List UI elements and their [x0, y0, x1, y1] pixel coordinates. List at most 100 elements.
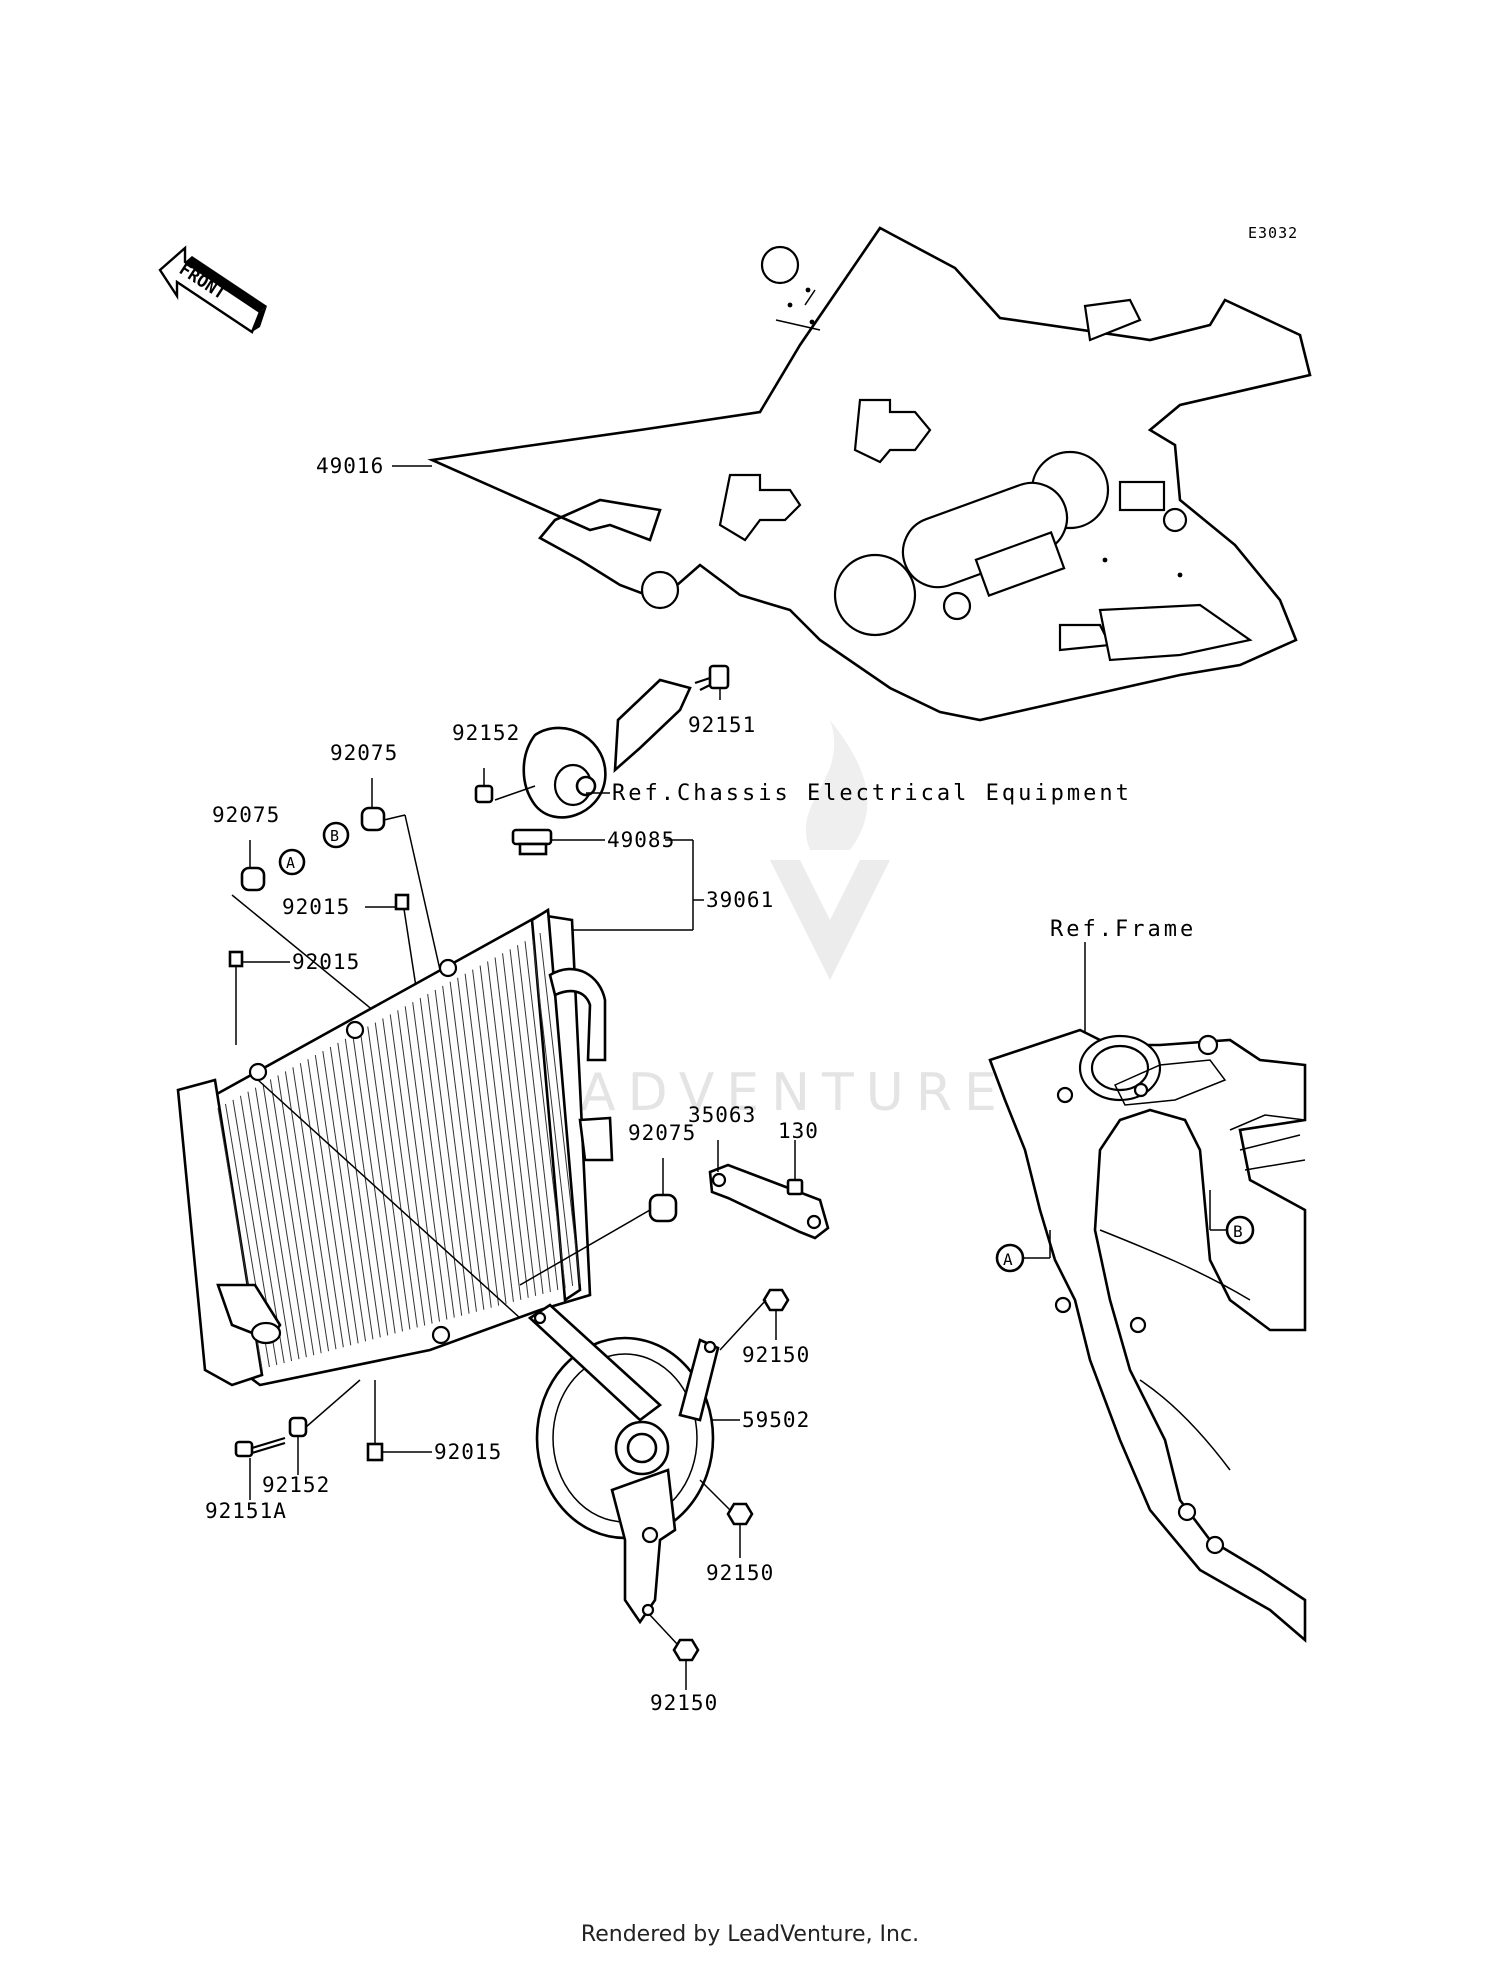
svg-text:A: A [1003, 1250, 1013, 1269]
radiator-fin [532, 937, 574, 1287]
part-92150-3-label: 92150 [650, 1691, 718, 1715]
front-arrow-icon: FRONT [158, 245, 267, 334]
watermark: ADVENTURE [580, 720, 1009, 1123]
radiator-fin [494, 957, 537, 1296]
leader-92075-mid-radiator [519, 1209, 651, 1286]
callout-b-icon: B [322, 821, 350, 849]
radiator-fin [502, 953, 544, 1294]
radiator-fin [382, 1018, 426, 1326]
radiator-fin [269, 1079, 315, 1356]
grommet-92075-a [240, 866, 266, 892]
radiator-fin [524, 941, 566, 1289]
radiator-fin [487, 961, 529, 1298]
part-35063-label: 35063 [688, 1103, 756, 1127]
footer-credit: Rendered by LeadVenture, Inc. [580, 1922, 920, 1947]
diagram-code: E3032 [1248, 224, 1298, 242]
leader-fan-radiator [257, 1079, 521, 1319]
radiator-fin [284, 1071, 330, 1352]
grommet-92075-mid [648, 1193, 678, 1223]
radiator-fin [337, 1042, 381, 1338]
radiator-fin [517, 945, 559, 1290]
radiator-core [176, 907, 614, 1387]
grommet-92075-b [360, 806, 386, 832]
radiator-fin [464, 973, 507, 1304]
frame-section [988, 1028, 1307, 1643]
part-92150-2-label: 92150 [706, 1561, 774, 1585]
radiator-fin [367, 1026, 411, 1330]
radiator-fin [472, 969, 514, 1302]
collar-92152-top [474, 784, 494, 804]
radiator-fin [352, 1034, 396, 1334]
radiator-fin [412, 1002, 455, 1318]
part-130-label: 130 [778, 1119, 819, 1143]
callout-a-icon: A [278, 848, 306, 876]
radiator-fin [509, 949, 551, 1292]
leader-b-down [404, 814, 441, 971]
bolt-92151a [234, 1436, 286, 1458]
radiator-fin [449, 981, 492, 1308]
part-92015-1-label: 92015 [282, 895, 350, 919]
collar-92152-bottom [288, 1416, 308, 1438]
bolt-92150-1 [762, 1288, 790, 1312]
leader-b-radiator [383, 814, 406, 821]
radiator-fin [254, 1087, 300, 1360]
part-92075-a-label: 92075 [212, 803, 280, 827]
watermark-text: ADVENTURE [580, 1063, 1009, 1123]
heat-insulator-plate [427, 226, 1312, 722]
radiator-fin [397, 1010, 440, 1322]
radiator-fin [419, 998, 463, 1316]
radiator-fin [479, 965, 522, 1300]
clip-92015-1 [394, 893, 410, 911]
leader-a-radiator [231, 894, 386, 1021]
radiator-cap [511, 828, 553, 856]
fan-assembly [527, 1303, 720, 1625]
part-92150-1-label: 92150 [742, 1343, 810, 1367]
part-92075-mid-label: 92075 [628, 1121, 696, 1145]
bracket-35063 [708, 1163, 830, 1240]
radiator-fin [292, 1067, 337, 1350]
radiator-fin [434, 989, 477, 1312]
radiator-fin [329, 1046, 374, 1340]
radiator-fin [344, 1038, 389, 1336]
radiator-fin [277, 1075, 322, 1354]
part-39061-label: 39061 [706, 888, 774, 912]
radiator-fin [322, 1050, 367, 1342]
radiator-fin [442, 985, 485, 1310]
part-92151-label: 92151 [688, 713, 756, 737]
leader-92150-2-bolt [699, 1479, 731, 1511]
radiator-fin [374, 1022, 418, 1328]
radiator-fin [539, 932, 581, 1285]
part-49016-label: 49016 [316, 454, 384, 478]
part-92075-b-label: 92075 [330, 741, 398, 765]
clip-92015-2 [228, 950, 244, 968]
part-92015-3-label: 92015 [434, 1440, 502, 1464]
bolt-92150-2 [726, 1502, 754, 1526]
callout-a-frame-icon: A [995, 1243, 1025, 1273]
radiator-fin [457, 977, 500, 1306]
bolt-92151-top [694, 664, 730, 691]
leader-92150-3-bolt [649, 1614, 679, 1646]
radiator-fin [307, 1059, 352, 1346]
ref-frame: Ref.Frame [1050, 917, 1196, 942]
svg-text:B: B [330, 827, 339, 845]
svg-text:A: A [286, 854, 295, 872]
radiator-fins [217, 932, 581, 1370]
leader-92152-bottom-up [305, 1379, 361, 1428]
bolt-92150-3 [672, 1638, 700, 1662]
part-92151a-label: 92151A [205, 1499, 287, 1523]
part-92152-bottom-label: 92152 [262, 1473, 330, 1497]
radiator-fin [247, 1091, 293, 1362]
radiator-fin [389, 1014, 433, 1324]
radiator-fin [299, 1063, 344, 1348]
radiator-fin [359, 1030, 404, 1332]
ref-chassis-electrical: Ref.Chassis Electrical Equipment [612, 781, 1132, 806]
part-49085-label: 49085 [607, 828, 675, 852]
part-92015-2-label: 92015 [292, 950, 360, 974]
radiator-fin [314, 1055, 359, 1344]
part-59502-label: 59502 [742, 1408, 810, 1432]
svg-text:B: B [1233, 1222, 1243, 1241]
leader-92150-1-bolt [719, 1299, 767, 1351]
part-92152-top-label: 92152 [452, 721, 520, 745]
radiator-fin [404, 1006, 448, 1320]
